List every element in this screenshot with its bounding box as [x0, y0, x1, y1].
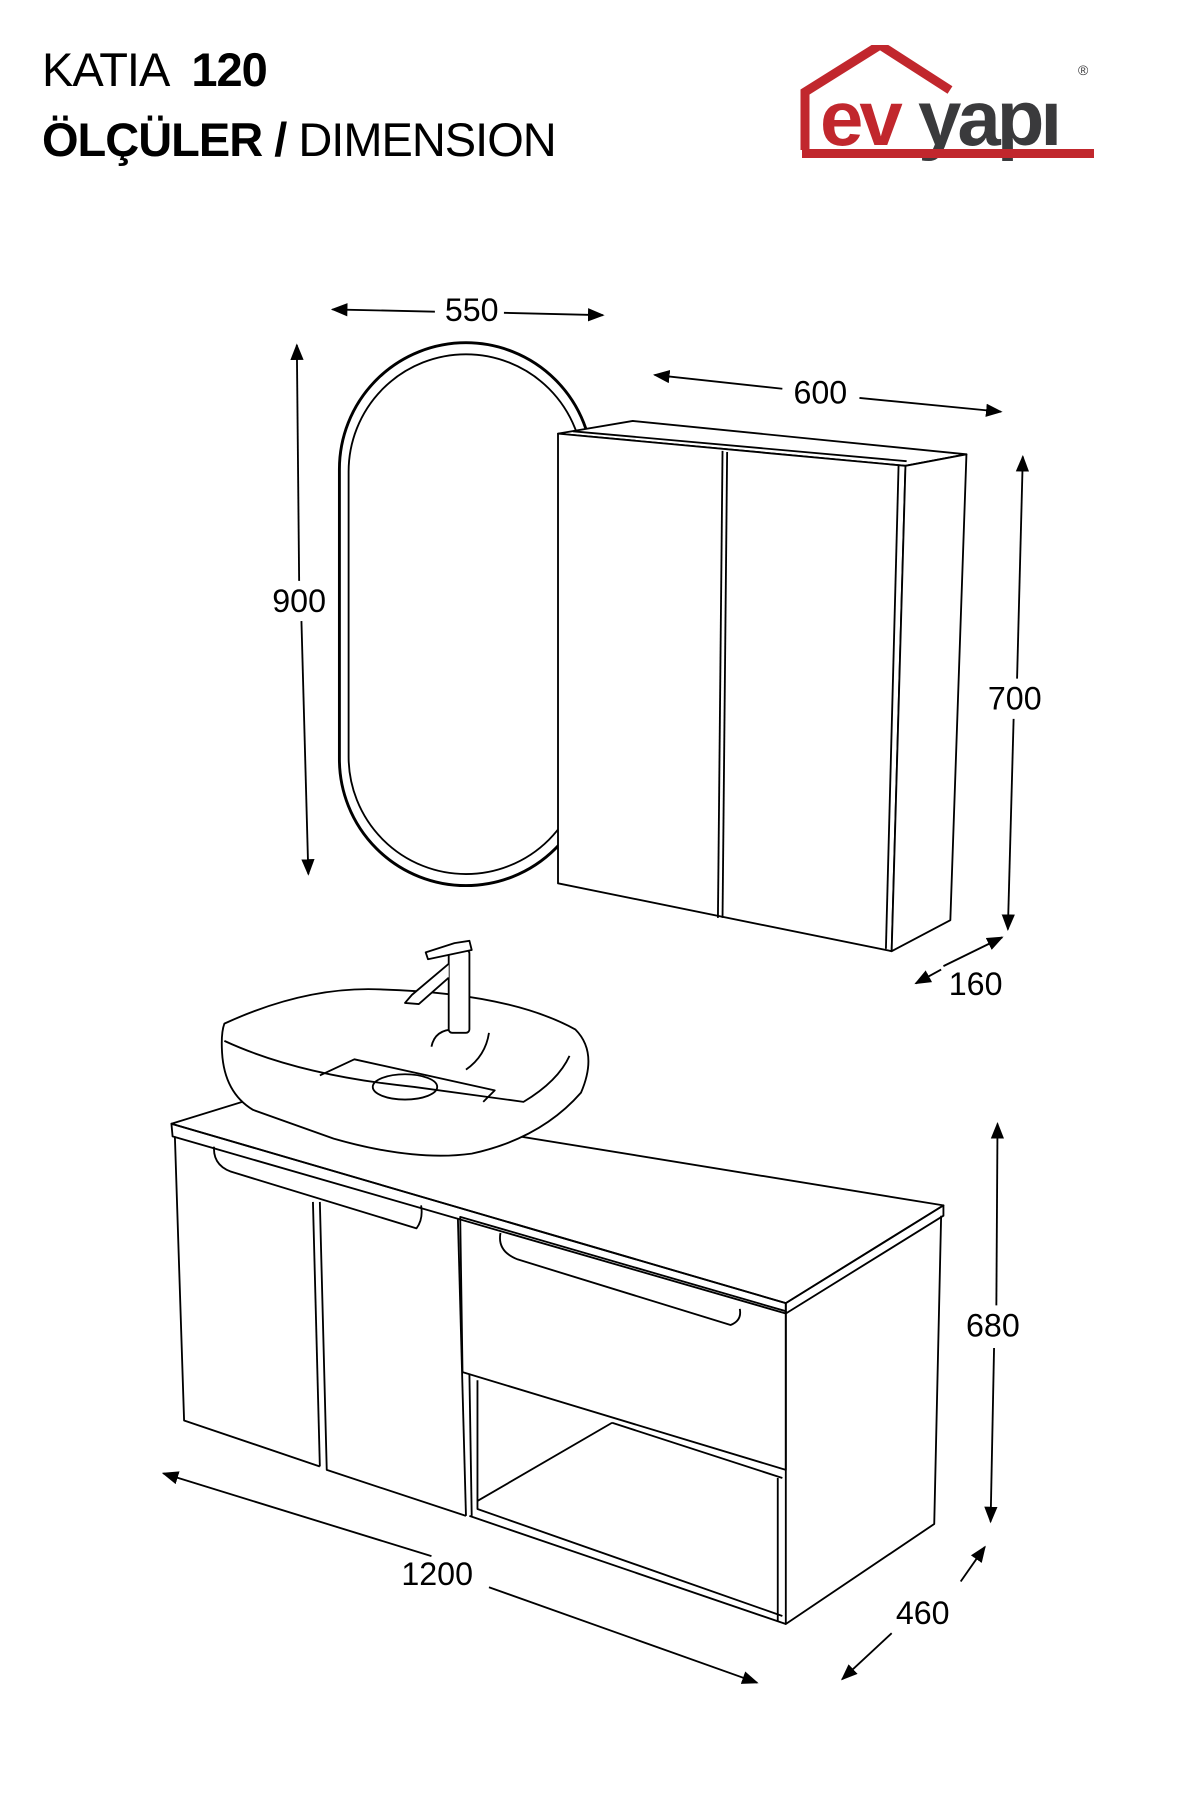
vessel-basin	[220, 988, 590, 1157]
cabinet-height-label: 700	[988, 681, 1042, 717]
model-size: 120	[191, 43, 267, 96]
cabinet-depth-label: 160	[949, 966, 1003, 1002]
dimensions-title: ÖLÇÜLER / DIMENSION	[42, 112, 557, 167]
cabinet-width-label: 600	[793, 375, 847, 411]
oval-mirror	[337, 341, 594, 887]
title-turkish: ÖLÇÜLER /	[42, 113, 287, 166]
vanity-depth-label: 460	[896, 1595, 950, 1631]
mirror-height-label: 900	[272, 583, 326, 619]
model-title: KATIA 120	[42, 42, 268, 97]
vanity-unit	[170, 1094, 945, 1625]
title-english: DIMENSION	[298, 113, 556, 166]
vanity-height-label: 680	[966, 1307, 1020, 1343]
model-name: KATIA	[42, 43, 170, 96]
mirror-width-label: 550	[445, 292, 499, 328]
vanity-width-label: 1200	[401, 1556, 473, 1592]
evyapi-logo: ev yapı ®	[800, 45, 1094, 162]
dimension-lines	[161, 303, 1030, 1684]
svg-text:ev: ev	[820, 74, 903, 162]
faucet	[404, 939, 473, 1034]
mirror-cabinet	[557, 420, 968, 953]
svg-text:yapı: yapı	[918, 74, 1058, 162]
svg-text:®: ®	[1078, 62, 1089, 78]
